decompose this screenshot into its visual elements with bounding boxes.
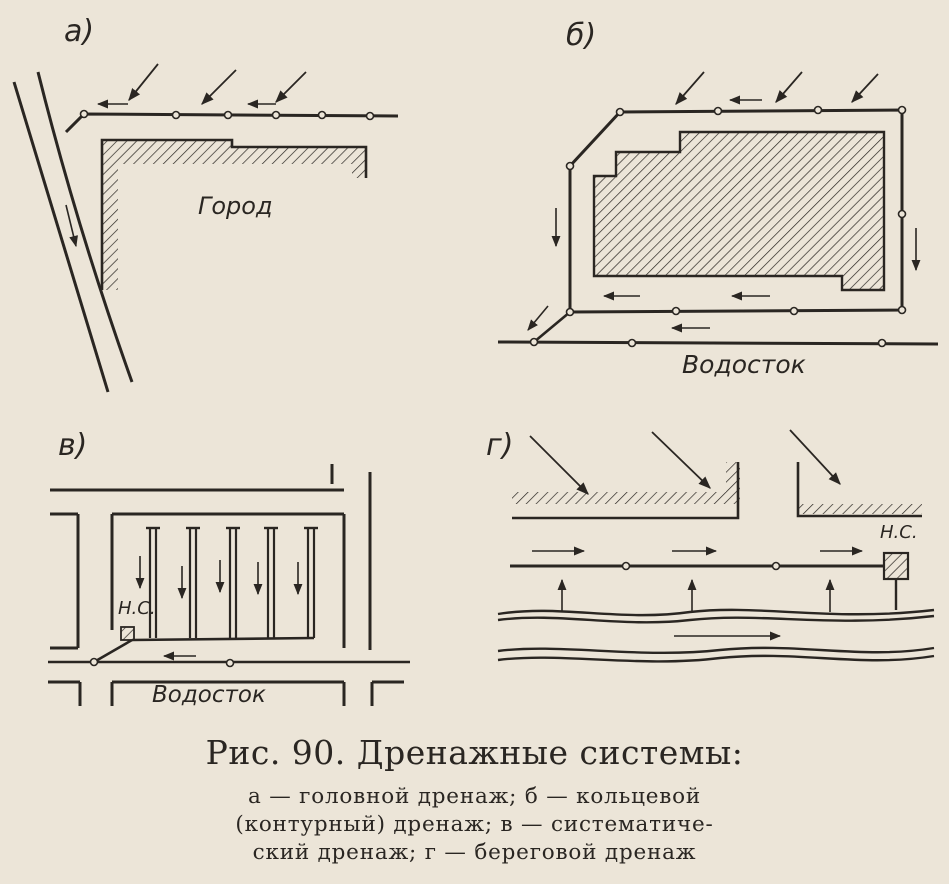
pump-station-box [882, 551, 910, 581]
caption-line-2: (контурный) дренаж; в — систематиче- [235, 812, 714, 837]
embankment-right [798, 504, 922, 514]
collector-drain [497, 340, 939, 346]
protected-area [592, 130, 886, 292]
street-outlines [48, 464, 404, 706]
drain-flow-arrows [135, 556, 303, 661]
collector-pipe [48, 636, 410, 664]
embankment-left [512, 462, 740, 504]
embankment-left-edge [512, 462, 740, 520]
river-bank-left [12, 81, 110, 393]
caption-line-3: ский дренаж; г — береговой дренаж [252, 840, 697, 865]
panel-v-label: в) [58, 428, 88, 463]
river-flow-arrow [65, 204, 78, 248]
river-body [497, 608, 935, 663]
groundwater-arrows [128, 63, 307, 105]
head-drain-line [64, 112, 399, 134]
drain-wells [529, 105, 907, 348]
groundwater-arrows [675, 71, 879, 105]
drain-outlet-label: Водосток [682, 350, 806, 379]
panel-g-label: г) [486, 428, 514, 463]
river-bank-right [36, 71, 134, 383]
drain-laterals [146, 526, 318, 638]
city-area [102, 140, 366, 290]
ring-drain-line [568, 108, 904, 314]
panel-a-label: а) [64, 14, 95, 49]
drain-flow-arrows [527, 95, 921, 333]
drain-wells [89, 657, 235, 668]
drain-wells [621, 561, 781, 571]
drain-outlet-label: Водосток [152, 682, 266, 708]
panel-v-systematic-drainage [48, 464, 410, 706]
panel-g-shore-drainage [497, 429, 935, 663]
city-boundary [100, 138, 368, 290]
figure-caption-title: Рис. 90. Дренажные системы: [205, 733, 744, 772]
pump-station-label: Н.С. [880, 522, 918, 543]
panel-a-head-drainage [12, 63, 399, 393]
caption-line-1: а — головной дренаж; б — кольцевой [247, 784, 702, 809]
drainage-systems-figure [12, 63, 939, 706]
pump-station-label: Н.С. [118, 598, 156, 619]
ring-outlet-pipe [533, 311, 571, 343]
pump-station-box [120, 626, 135, 641]
panel-b-label: б) [566, 18, 597, 53]
embankment-right-edge [796, 462, 922, 518]
panel-b-ring-drainage [497, 71, 939, 348]
seepage-arrows [557, 578, 835, 612]
city-label: Город [198, 192, 273, 220]
drain-wells [79, 109, 375, 121]
groundwater-arrows [529, 429, 841, 495]
